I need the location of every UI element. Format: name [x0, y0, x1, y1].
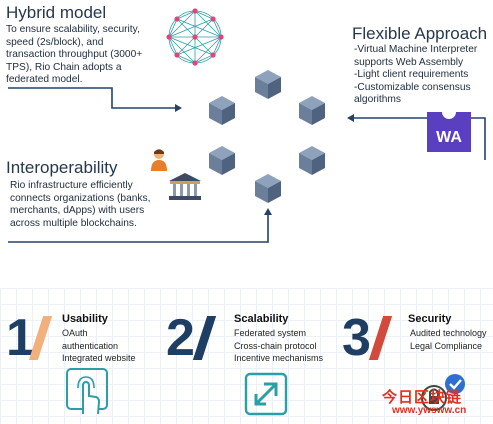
feature-line: Cross-chain protocol [234, 340, 317, 351]
hybrid-arrowhead [175, 104, 182, 112]
flexible-connector-line [350, 117, 486, 160]
feature-line: Integrated website [62, 353, 136, 363]
feature-line: authentication [62, 340, 119, 351]
feature-line: Incentive mechanisms [234, 353, 324, 363]
interop-arrowhead [264, 208, 272, 215]
feature-title: Usability [62, 313, 108, 325]
feature-lines: Federated system Cross-chain protocol In… [234, 327, 323, 365]
hybrid-connector-line [8, 87, 180, 109]
watermark-title: 今日区块链 [382, 389, 463, 406]
touch-icon [66, 368, 108, 415]
bank-icon [169, 173, 201, 200]
interop-title: Interoperability [6, 158, 118, 177]
flexible-line: -Virtual Machine Interpreter supports We… [354, 44, 478, 68]
feature-line: OAuth [62, 328, 88, 338]
blockchain-cubes-icon [209, 70, 325, 203]
hybrid-text: To ensure scalability, security, speed (… [6, 24, 143, 86]
flexible-text: -Virtual Machine Interpreter supports We… [354, 44, 492, 107]
feature-line: Legal Compliance [410, 340, 483, 351]
flexible-line: -Light client requirements [354, 69, 469, 81]
feature-lines: OAuth authentication Integrated website [62, 327, 136, 365]
webassembly-badge-text: WA [436, 129, 462, 146]
feature-number: 3 [342, 309, 371, 367]
flexible-line: -Customizable consensus algorithms [354, 81, 471, 106]
webassembly-logo: WA [427, 112, 471, 152]
interop-text: Rio infrastructure efficiently connects … [10, 180, 151, 229]
watermark-url: www.ywsww.cn [392, 405, 467, 416]
webassembly-notch [442, 112, 456, 119]
network-globe-icon [166, 8, 224, 66]
flexible-title: Flexible Approach [352, 24, 488, 43]
feature-title: Security [408, 313, 452, 325]
feature-line: Federated system [234, 328, 307, 338]
expand-arrow-icon [244, 372, 288, 416]
connector-arrows [8, 87, 486, 243]
feature-lines: Audited technology Legal Compliance [410, 327, 487, 352]
flexible-arrowhead [347, 114, 354, 122]
hybrid-title: Hybrid model [6, 3, 107, 22]
feature-title: Scalability [234, 313, 289, 325]
shield-check-icon [421, 374, 465, 411]
feature-line: Audited technology [410, 328, 487, 338]
feature-number: 2 [166, 309, 195, 367]
person-icon [151, 149, 167, 171]
interop-connector-line [8, 212, 269, 243]
